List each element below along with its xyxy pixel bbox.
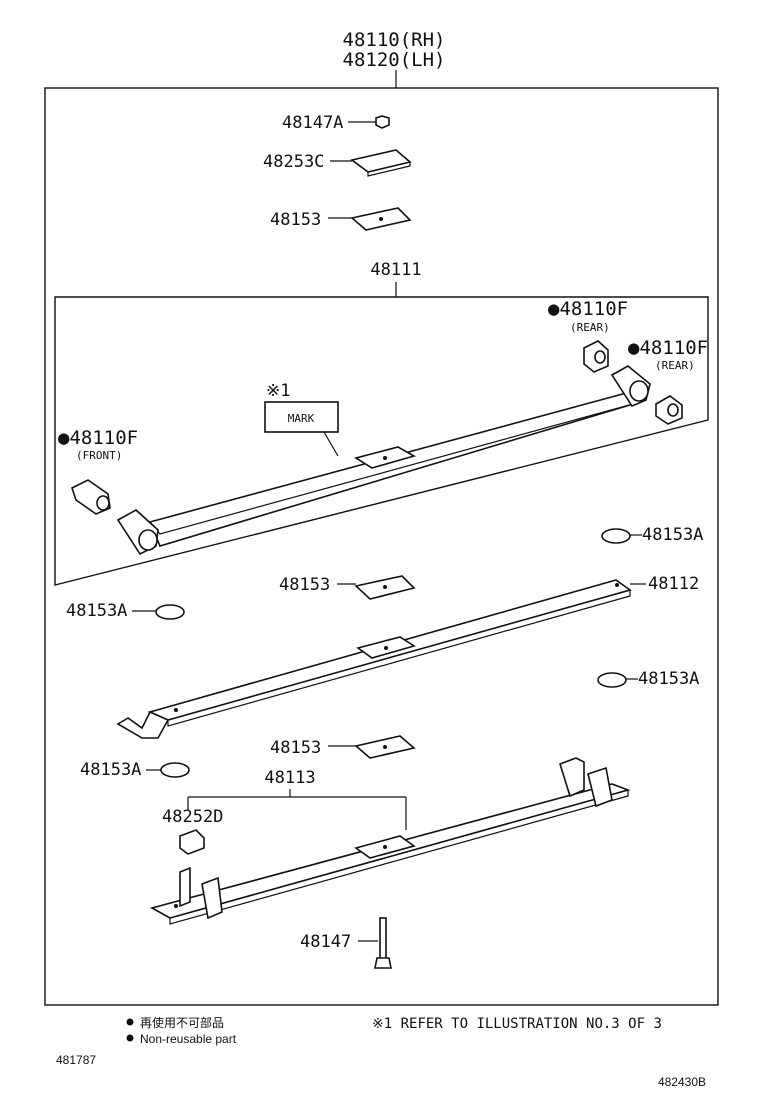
leaf-48112-hook: [116, 710, 170, 739]
code-left: 481787: [56, 1053, 96, 1067]
leaf-48113-clip-left-b: [201, 876, 223, 920]
label-48111: 48111: [370, 260, 421, 280]
leaf-48112-end-hole: [174, 708, 178, 712]
mark-callout-box: [264, 401, 339, 433]
label-48153-mid: 48153: [279, 575, 330, 595]
leaf-48112-tip-hole: [615, 583, 619, 587]
label-48153A-left-1: 48153A: [66, 601, 127, 621]
legend-bullet-jp: [126, 1018, 134, 1026]
pad-48153A-right-1: [601, 528, 631, 544]
mark-callout-text: MARK: [288, 412, 315, 425]
legend-bullet-en: [126, 1034, 134, 1042]
inner-frame-48111: [54, 296, 709, 586]
front-eye-bore: [138, 529, 158, 551]
label-48110F-rear-2: ●48110F: [628, 337, 708, 359]
pad-48153-low-hole: [383, 745, 387, 749]
bushing-rear-2-bore: [667, 403, 679, 417]
label-48153-top: 48153: [270, 210, 321, 230]
bushing-front-bore: [96, 495, 110, 511]
bracket-48113: [187, 789, 407, 830]
label-48253C: 48253C: [263, 152, 324, 172]
mark-ref-symbol: ※1: [266, 381, 290, 401]
label-48110F-front: ●48110F: [58, 427, 138, 449]
rear-eye-bore: [629, 380, 649, 402]
label-48153A-right-2: 48153A: [638, 669, 699, 689]
code-right: 482430B: [658, 1075, 706, 1089]
leaf-48113-clip-left-a: [179, 866, 191, 908]
label-rear-2: (REAR): [655, 359, 695, 372]
label-48147A: 48147A: [282, 113, 343, 133]
legend-en: Non-reusable part: [140, 1032, 237, 1046]
main-leaf-48111-center-bolt: [383, 456, 387, 460]
label-front: (FRONT): [76, 449, 122, 462]
leaf-48113-edge: [169, 790, 629, 925]
legend-jp: 再使用不可部品: [140, 1015, 224, 1030]
outer-frame: [44, 87, 719, 1006]
nut-48147A: [375, 115, 390, 129]
label-48110F-rear-1: ●48110F: [548, 298, 628, 320]
title-lh: 48120(LH): [343, 49, 446, 71]
plate-48253C-edge: [367, 162, 411, 177]
leaf-48112-center-bolt: [384, 646, 388, 650]
leaf-48113-clip-right-a: [559, 757, 585, 798]
leaf-48113-clip-right-b: [587, 766, 613, 808]
title-rh: 48110(RH): [343, 29, 446, 51]
leaf-48112-edge: [167, 590, 631, 727]
bolt-48147-shank: [379, 917, 387, 961]
leaf-48113-center-bolt: [383, 845, 387, 849]
leaf-48113-end-hole: [174, 904, 178, 908]
label-48147: 48147: [300, 932, 351, 952]
pad-48153-mid-hole: [383, 585, 387, 589]
pad-48153-top-hole: [379, 217, 383, 221]
label-48153-low: 48153: [270, 738, 321, 758]
label-48112: 48112: [648, 574, 699, 594]
clip-48252D: [179, 829, 205, 855]
bolt-48147-head: [374, 957, 392, 969]
reference-note: ※1 REFER TO ILLUSTRATION NO.3 OF 3: [372, 1016, 662, 1032]
mark-leader: [323, 431, 339, 457]
pad-48153A-left-1: [155, 604, 185, 620]
bushing-rear-1-bore: [594, 350, 606, 364]
label-48113: 48113: [264, 768, 315, 788]
label-48153A-right-1: 48153A: [642, 525, 703, 545]
plate-48253C: [350, 149, 412, 173]
pad-48153A-left-2: [160, 762, 190, 778]
label-rear-1: (REAR): [570, 321, 610, 334]
label-48153A-left-2: 48153A: [80, 760, 141, 780]
pad-48153A-right-2: [597, 672, 627, 688]
label-48252D: 48252D: [162, 807, 223, 827]
